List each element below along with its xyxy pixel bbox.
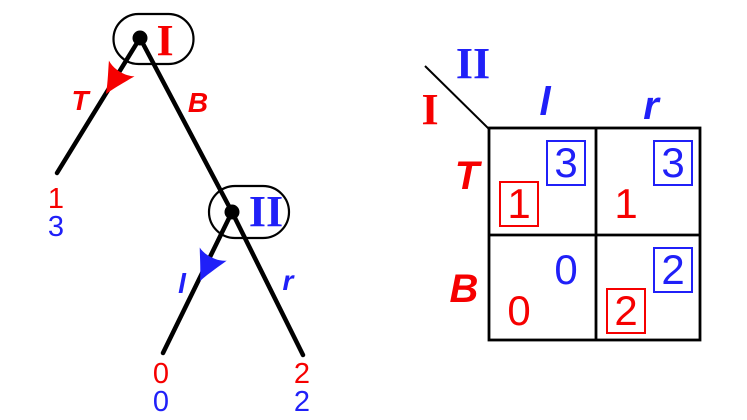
matrix-col-player-label: II: [455, 39, 491, 88]
matrix-row-label-B: B: [449, 267, 479, 311]
edge-label-r: r: [282, 265, 294, 296]
player2-choice-arrow-l: [199, 247, 227, 281]
cell-Tr-player1-payoff: 1: [614, 180, 638, 227]
leaf-T-payoff-player2: 3: [47, 211, 65, 243]
cell-Bl-player1-payoff: 0: [507, 287, 531, 334]
matrix-col-label-r: r: [643, 84, 659, 128]
leaf-r-payoffs: 2 2: [293, 358, 311, 418]
edge-B: [137, 35, 235, 215]
infoset-I-oval: [112, 12, 195, 66]
leaf-r-payoff-player1: 2: [293, 358, 311, 390]
cell-Br-player2-payoff: 2: [653, 247, 693, 293]
cell-Tl-player2-payoff: 3: [546, 140, 586, 186]
leaf-r-payoff-player2: 2: [293, 386, 311, 418]
cell-Bl-player2-payoff: 0: [554, 246, 578, 293]
leaf-T-payoff-player1: 1: [47, 183, 65, 215]
cell-Br-player1-payoff: 2: [606, 288, 646, 334]
node-I-label: I: [156, 16, 174, 65]
leaf-T-payoffs: 1 3: [47, 183, 65, 243]
matrix-row-label-T: T: [454, 154, 480, 198]
edge-label-B: B: [187, 87, 209, 118]
infoset-II-oval: [207, 184, 291, 240]
matrix-row-player-label: I: [421, 85, 439, 134]
edge-label-l: l: [178, 268, 186, 299]
cell-Tl-player1-payoff: 1: [499, 181, 539, 227]
leaf-l-payoff-player2: 0: [152, 386, 170, 418]
cell-Tr-player2-payoff: 3: [653, 140, 693, 186]
matrix-corner-diagonal: [424, 65, 490, 130]
player1-choice-arrow-T: [106, 60, 135, 94]
node-II-dot: [224, 204, 240, 220]
leaf-l-payoff-player1: 0: [152, 358, 170, 390]
node-II-label: II: [248, 187, 284, 236]
node-I-dot: [132, 30, 148, 46]
edge-l: [160, 209, 235, 356]
edge-T: [54, 35, 143, 176]
edge-r: [229, 209, 306, 358]
edge-label-T: T: [71, 85, 89, 116]
matrix-col-label-l: l: [539, 80, 551, 124]
leaf-l-payoffs: 0 0: [152, 358, 170, 418]
